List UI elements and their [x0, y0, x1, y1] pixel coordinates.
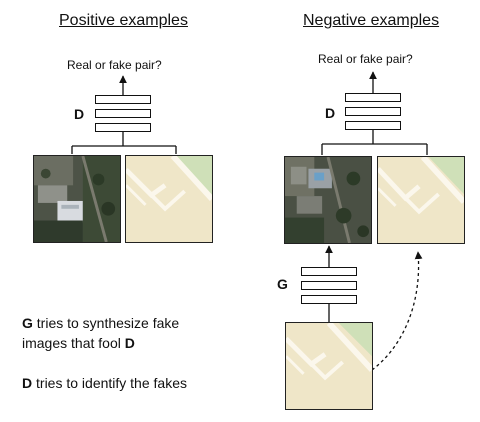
- caption-line-3: D tries to identify the fakes: [22, 375, 187, 391]
- negative-question: Real or fake pair?: [318, 52, 413, 66]
- input-copy-dotted-arrow: [371, 251, 423, 371]
- negative-d-layer-1: [345, 93, 401, 102]
- positive-examples-title: Positive examples: [59, 12, 188, 29]
- generator-layer-2: [301, 281, 357, 290]
- negative-discriminator-label: D: [325, 105, 336, 121]
- caption-d: D: [124, 335, 135, 351]
- negative-d-layer-2: [345, 107, 401, 116]
- real-aerial-photo: [33, 155, 121, 243]
- generated-map-tile: [377, 156, 465, 244]
- caption-line-1: G tries to synthesize fake: [22, 315, 180, 331]
- generator-layer-3: [301, 295, 357, 304]
- caption: G tries to synthesize fake images that f…: [22, 313, 262, 393]
- negative-examples-title: Negative examples: [303, 12, 440, 29]
- positive-d-layer-2: [95, 109, 151, 118]
- positive-discriminator-label: D: [74, 106, 85, 122]
- caption-line-2: images that fool D: [22, 335, 135, 351]
- positive-d-layer-1: [95, 95, 151, 104]
- generator-label: G: [277, 276, 288, 292]
- positive-d-layer-3: [95, 123, 151, 132]
- real-map-tile: [125, 155, 213, 243]
- positive-question: Real or fake pair?: [67, 58, 162, 72]
- generator-layer-1: [301, 267, 357, 276]
- input-aerial-photo: [284, 156, 372, 244]
- caption-g: G: [22, 315, 33, 331]
- negative-d-layer-3: [345, 121, 401, 130]
- generator-input-map-tile: [285, 322, 373, 410]
